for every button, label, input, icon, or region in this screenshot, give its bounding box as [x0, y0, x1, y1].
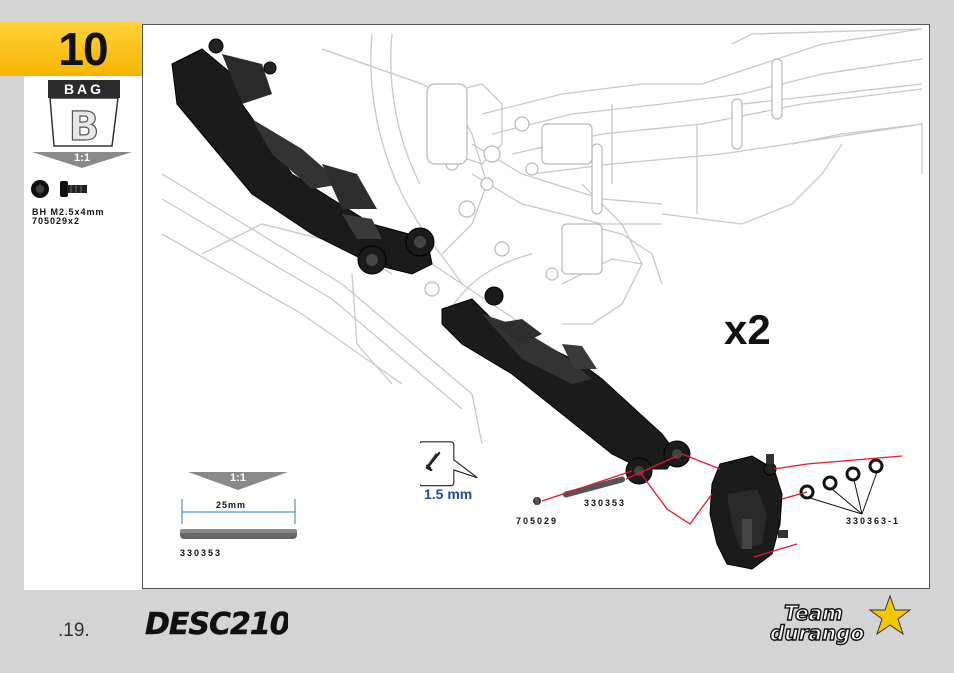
pin-scale-arrow: [188, 472, 288, 490]
pin-length: 25mm: [216, 500, 247, 510]
hex-wrench-size: 1.5 mm: [424, 486, 473, 502]
hardware-scale-arrow: [32, 152, 132, 168]
assembly-frame: [142, 24, 930, 589]
assembly-illustration: [161, 28, 923, 570]
desc210r-logo: DESC210R: [145, 607, 288, 640]
step-tab: [0, 22, 142, 76]
hardware-scale-label: 1:1: [74, 152, 90, 164]
bag-letter: B: [69, 104, 100, 148]
step-number: 10: [58, 23, 108, 75]
page-number: .19.: [58, 620, 90, 641]
pin-detail: [180, 499, 297, 539]
pin-detail-part-number: 330353: [180, 548, 223, 558]
hub-carrier: [709, 454, 788, 570]
bag-icon: B: [49, 98, 119, 148]
svg-text:Team: Team: [784, 601, 843, 625]
assembly-leader-lines: [541, 453, 903, 558]
screw-name: BH M2.5x4mm: [32, 207, 105, 217]
bag-label: BAG: [48, 80, 120, 98]
chassis-parts: [424, 58, 783, 297]
svg-text:durango: durango: [770, 621, 864, 645]
svg-text:DESC210R: DESC210R: [145, 607, 288, 640]
screw-part-number: 705029: [516, 516, 559, 526]
upper-suspension-arm: [171, 38, 435, 275]
shim-callout-lines: [809, 471, 878, 515]
pin-scale-label: 1:1: [230, 472, 246, 484]
shim-part-number: 330363-1: [846, 516, 901, 526]
pin-part: [562, 476, 626, 498]
hex-wrench-callout: [420, 441, 478, 487]
team-durango-logo: Team durango: [769, 594, 912, 646]
pin-part-number: 330353: [584, 498, 627, 508]
quantity-multiplier: x2: [724, 306, 771, 353]
small-screw: [533, 497, 541, 505]
screw-icon: [31, 180, 87, 198]
shims: [799, 458, 884, 500]
screw-code: 705029x2: [32, 216, 81, 226]
lower-suspension-arm: [441, 286, 691, 485]
